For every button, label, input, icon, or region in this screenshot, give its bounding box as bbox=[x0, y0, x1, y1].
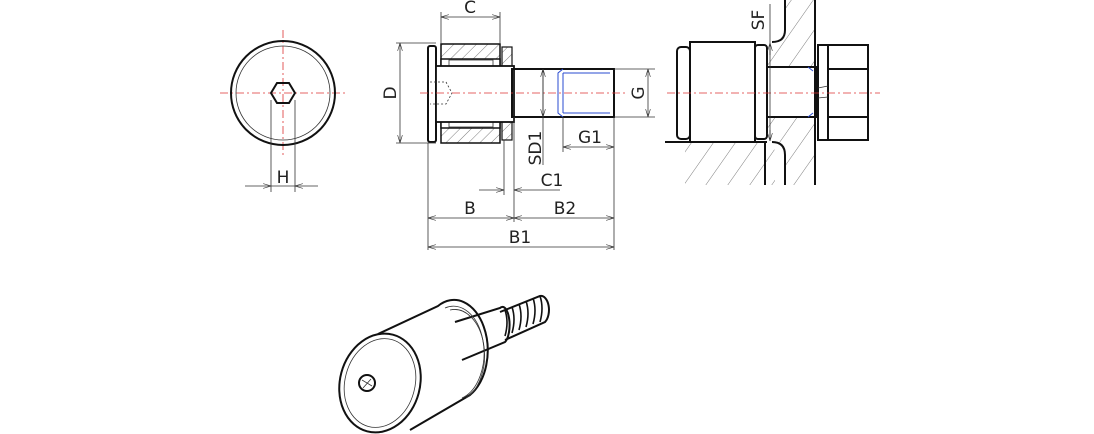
dim-B1: B1 bbox=[509, 228, 531, 248]
isometric-view bbox=[338, 294, 550, 434]
dim-SF: SF bbox=[749, 10, 769, 31]
dim-B: B bbox=[464, 199, 476, 219]
dim-G1: G1 bbox=[578, 128, 602, 148]
mounted-view: SF bbox=[665, 0, 880, 185]
hex-socket-icon bbox=[269, 82, 297, 104]
end-view: H bbox=[220, 30, 345, 192]
hex-socket-icon bbox=[358, 374, 376, 392]
dim-C1: C1 bbox=[541, 171, 564, 191]
dim-B2: B2 bbox=[554, 199, 576, 219]
section-view: C D G SD1 G1 C1 B B2 B1 bbox=[381, 0, 655, 250]
dim-H: H bbox=[277, 168, 290, 188]
dim-D: D bbox=[381, 86, 401, 99]
dim-G: G bbox=[629, 86, 649, 99]
dim-SD1: SD1 bbox=[526, 131, 546, 166]
dim-C: C bbox=[464, 0, 476, 18]
